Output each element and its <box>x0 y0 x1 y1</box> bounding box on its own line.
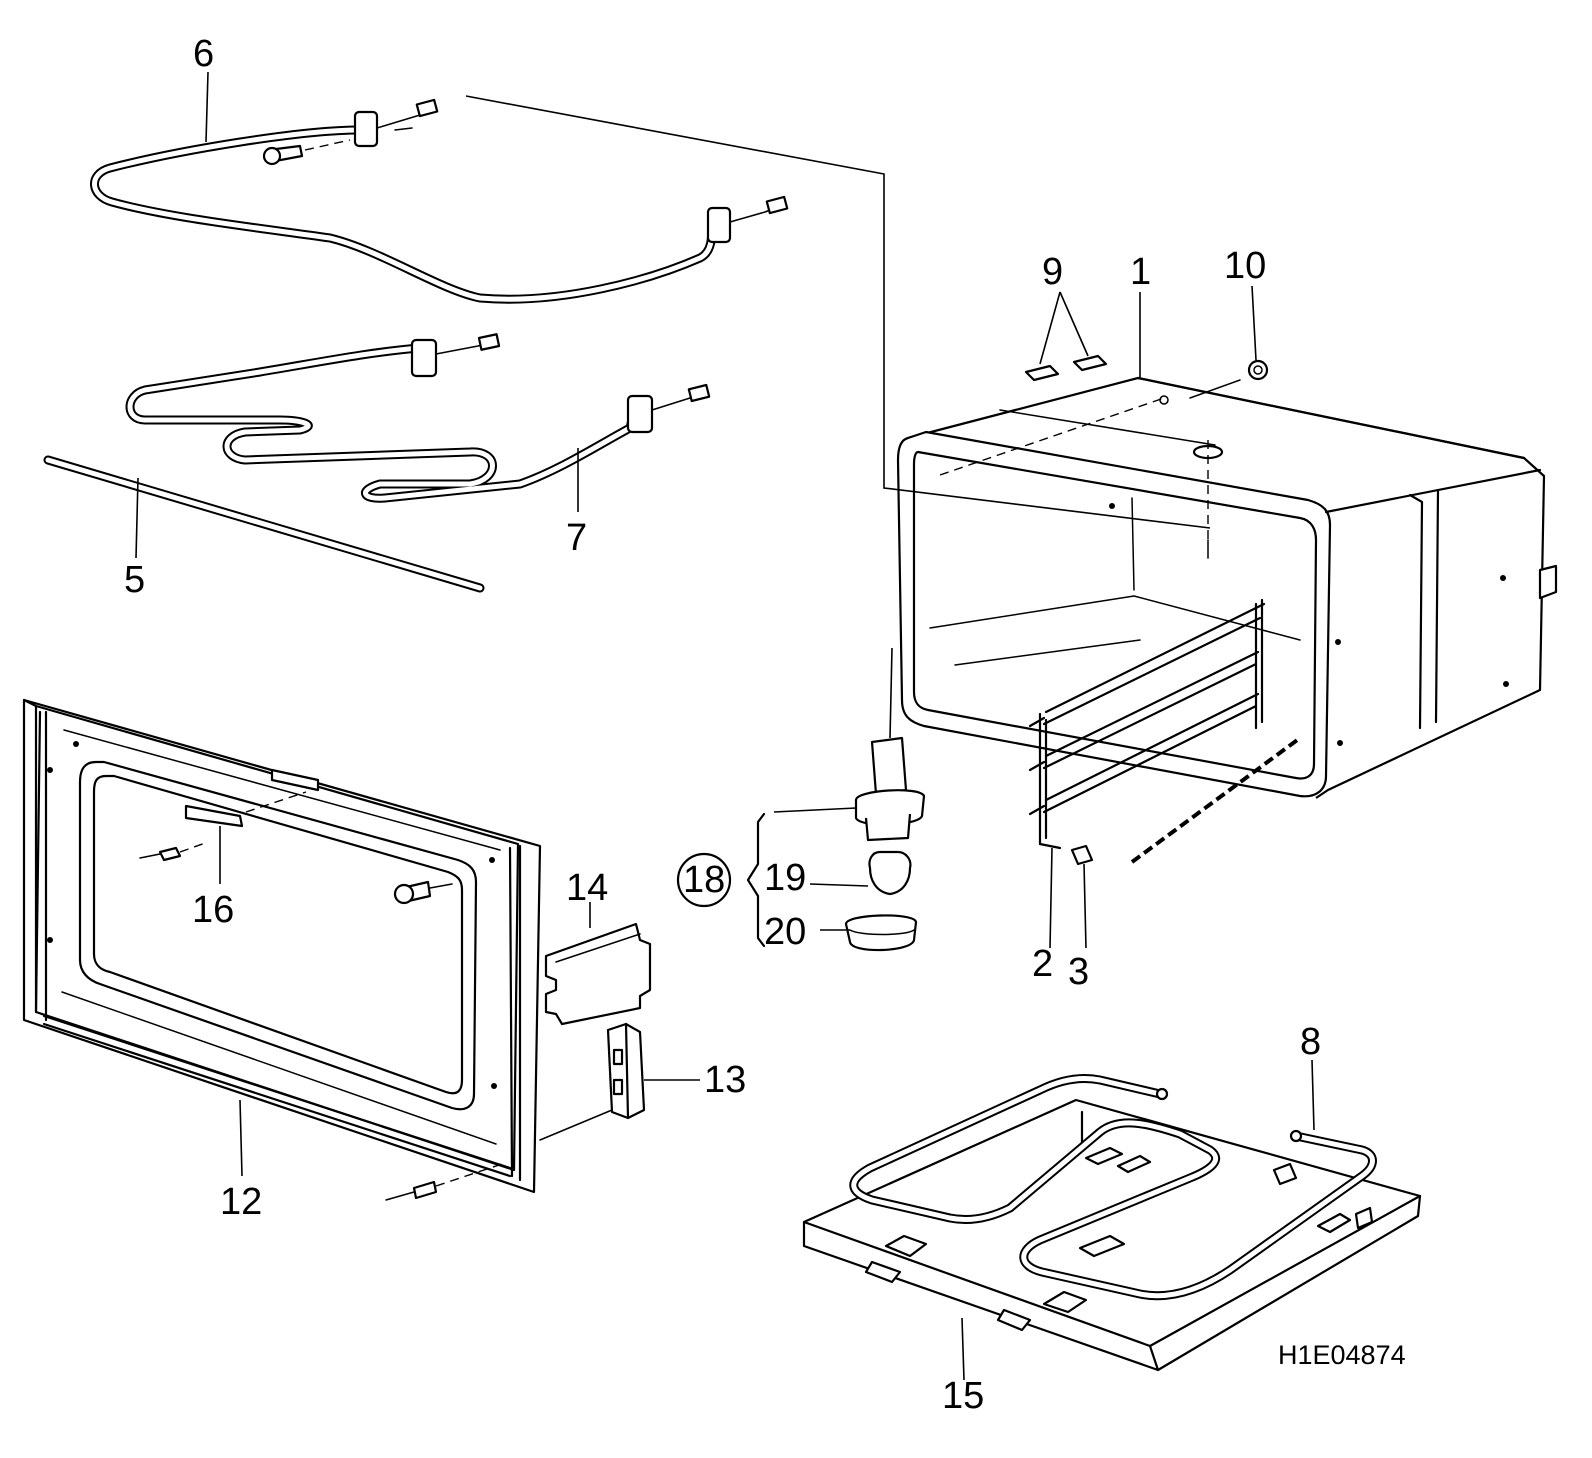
callout-9: 9 <box>1042 251 1063 293</box>
grill-element-part-7 <box>125 333 711 503</box>
callout-5: 5 <box>124 559 145 601</box>
top-heating-element-part-6 <box>90 98 789 304</box>
callout-2: 2 <box>1032 943 1053 985</box>
callout-1: 1 <box>1130 251 1151 293</box>
door-panel-part-12 <box>22 698 542 1194</box>
callout-10: 10 <box>1224 245 1266 287</box>
callout-16: 16 <box>192 889 234 931</box>
nut-part-10 <box>1247 359 1269 381</box>
callout-3: 3 <box>1068 951 1089 993</box>
callout-19: 19 <box>764 857 806 899</box>
callout-15: 15 <box>942 1375 984 1417</box>
lamp-assembly-part-18 <box>676 647 926 952</box>
clips-part-9 <box>1024 291 1108 382</box>
rack-clip-part-3 <box>1070 844 1094 949</box>
shelf-rack-part-2 <box>1028 598 1302 949</box>
hinge-bracket-part-13 <box>539 1022 700 1141</box>
door-clip-part-16 <box>139 791 453 905</box>
callout-12: 12 <box>220 1181 262 1223</box>
oven-cavity-part-1 <box>896 376 1558 799</box>
callout-20: 20 <box>764 911 806 953</box>
drawing-reference-code: H1E04874 <box>1278 1340 1406 1370</box>
seal-rod-part-5 <box>43 455 485 593</box>
callout-13: 13 <box>704 1059 746 1101</box>
callout-18: 18 <box>683 859 725 901</box>
callout-14: 14 <box>566 867 608 909</box>
callout-8: 8 <box>1300 1021 1321 1063</box>
hinge-plate-part-14 <box>544 902 652 1026</box>
door-screw <box>385 1163 503 1201</box>
bottom-heating-element-part-8 <box>849 1059 1377 1301</box>
callout-7: 7 <box>566 517 587 559</box>
callout-6: 6 <box>193 33 214 75</box>
bottom-plate-part-15 <box>802 1098 1422 1381</box>
connector-leaders <box>135 71 1257 559</box>
